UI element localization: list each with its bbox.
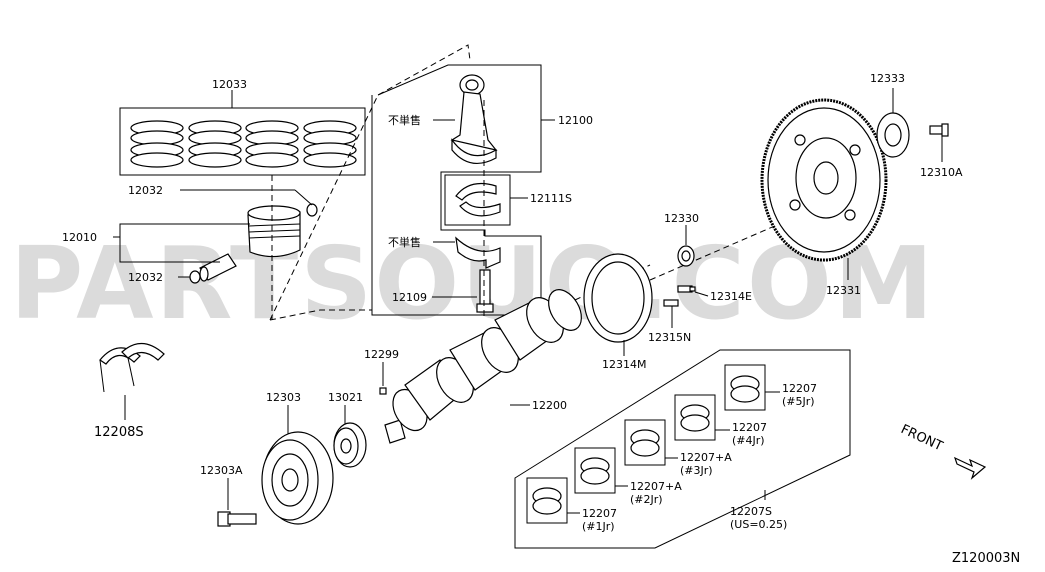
main-bearing-5[interactable] — [724, 364, 766, 411]
front-label: FRONT — [898, 422, 945, 454]
main-bearing-set — [514, 349, 851, 549]
signal-plate-bolt-n[interactable] — [663, 299, 679, 307]
diagram-code: Z120003N — [952, 551, 1020, 566]
front-indicator: FRONT — [898, 422, 987, 480]
front-arrow-icon — [953, 456, 987, 480]
crank-sprocket[interactable] — [333, 422, 367, 468]
piston-pin-clip-bottom[interactable] — [189, 270, 201, 284]
label-signal-plate: 12314M — [602, 358, 646, 371]
piston-rings[interactable] — [130, 120, 357, 168]
main-bearing-1[interactable] — [526, 477, 568, 524]
label-bearing-set: 12207S — [730, 505, 772, 518]
label-reinforcement-plate: 12333 — [870, 72, 905, 85]
drive-plate-bolt[interactable] — [929, 123, 949, 137]
label-piston: 12010 — [62, 231, 97, 244]
label-signal-plate-bolt-e: 12314E — [710, 290, 752, 303]
label-bearing-5: 12207 — [782, 382, 817, 395]
pulley-bolt[interactable] — [217, 511, 257, 527]
label-conrod-bolt: 12109 — [392, 291, 427, 304]
label-signal-plate-bolt-n: 12315N — [648, 331, 691, 344]
label-bearing-1: 12207 — [582, 507, 617, 520]
label-pin-clip-top: 12032 — [128, 184, 163, 197]
piston-pin-clip-top[interactable] — [306, 203, 318, 217]
label-pilot-bushing: 12330 — [664, 212, 699, 225]
label-bearing-4-sub: (#4Jr) — [732, 434, 765, 447]
label-rings: 12033 — [212, 78, 247, 91]
label-pin-clip-bottom: 12032 — [128, 271, 163, 284]
label-pulley-bolt: 12303A — [200, 464, 243, 477]
signal-plate[interactable] — [583, 253, 653, 343]
label-drive-plate-bolt: 12310A — [920, 166, 963, 179]
crankshaft-key[interactable] — [379, 387, 387, 395]
label-key: 12299 — [364, 348, 399, 361]
main-bearing-3[interactable] — [624, 419, 666, 466]
label-bearing-2: 12207+A — [630, 480, 682, 493]
label-bearing-3-sub: (#3Jr) — [680, 464, 713, 477]
piston[interactable] — [247, 205, 301, 258]
thrust-washers[interactable] — [99, 342, 165, 393]
conrod-bolt[interactable] — [432, 269, 494, 313]
label-bearing-5-sub: (#5Jr) — [782, 395, 815, 408]
label-not-sold-bottom: 不単售 — [388, 235, 421, 249]
label-sprocket: 13021 — [328, 391, 363, 404]
label-conrod-bearing: 12111S — [530, 192, 572, 205]
pilot-bushing[interactable] — [677, 245, 695, 267]
reinforcement-plate[interactable] — [876, 112, 910, 158]
label-bearing-3: 12207+A — [680, 451, 732, 464]
label-drive-plate: 12331 — [826, 284, 861, 297]
conrod-cap[interactable] — [455, 236, 501, 269]
label-thrust-washer: 12208S — [94, 425, 144, 440]
connecting-rod[interactable] — [450, 74, 498, 165]
piston-pin[interactable] — [199, 253, 237, 282]
drive-plate[interactable] — [760, 98, 888, 262]
label-bearing-2-sub: (#2Jr) — [630, 493, 663, 506]
label-crankshaft: 12200 — [532, 399, 567, 412]
main-bearing-4[interactable] — [674, 394, 716, 441]
signal-plate-bolt-e[interactable] — [677, 285, 696, 293]
piston-rings-group — [119, 90, 366, 176]
main-bearing-2[interactable] — [574, 447, 616, 494]
watermark: PARTSOUQ.COM — [10, 225, 935, 342]
label-crank-pulley: 12303 — [266, 391, 301, 404]
label-conrod: 12100 — [558, 114, 593, 127]
label-not-sold-top: 不単售 — [388, 113, 421, 127]
conrod-bearing[interactable] — [444, 174, 528, 226]
label-bearing-4: 12207 — [732, 421, 767, 434]
crankshaft[interactable] — [384, 284, 588, 444]
label-bearing-1-sub: (#1Jr) — [582, 520, 615, 533]
label-bearing-set-sub: (US=0.25) — [730, 518, 787, 531]
crank-pulley[interactable] — [261, 431, 334, 525]
